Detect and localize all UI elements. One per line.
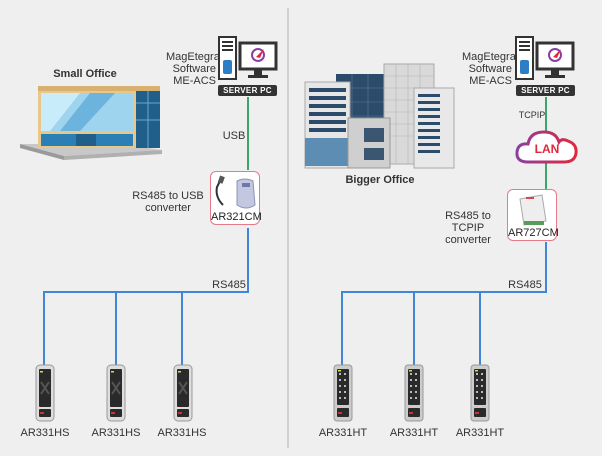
software-label-right: MagEtegra Software ME-ACS — [462, 51, 516, 87]
tcpip-converter-device: AR727CM — [507, 189, 559, 241]
small-office-label: Small Office — [53, 68, 117, 80]
converter-description-right: RS485 to TCPIP converter — [428, 210, 508, 246]
bigger-office-label: Bigger Office — [345, 174, 415, 186]
server-pc-label-right: SERVER PC — [516, 85, 575, 96]
converter-description-line: converter — [445, 234, 491, 246]
server-pc-label-left: SERVER PC — [218, 85, 277, 96]
converter-description-line: RS485 to TCPIP — [445, 210, 491, 234]
proximity-reader-icon — [173, 364, 193, 422]
lan-label: LAN — [534, 142, 560, 156]
software-line: MagEtegra — [462, 51, 516, 63]
keypad-reader-icon — [470, 364, 490, 422]
proximity-reader-icon — [106, 364, 126, 422]
rs485-bus-label-right: RS485 — [508, 279, 542, 291]
bigger-office-buildings-icon — [304, 63, 455, 169]
software-line: MagEtegra — [166, 51, 220, 63]
software-label-left: MagEtegra Software ME-ACS — [166, 51, 220, 87]
converter-model-right: AR727CM — [508, 227, 559, 239]
proximity-reader-icon — [35, 364, 55, 422]
keypad-reader-icon — [404, 364, 424, 422]
tcpip-link-label: TCPIP — [518, 110, 546, 120]
usb-converter-device: AR321CM — [210, 171, 262, 225]
reader-model: AR331HS — [20, 427, 70, 439]
reader-model: AR331HT — [389, 427, 439, 439]
converter-model-left: AR321CM — [211, 211, 262, 223]
software-line: ME-ACS — [469, 75, 512, 87]
usb-link-label: USB — [222, 130, 246, 142]
server-pc-icon — [218, 36, 278, 80]
converter-description-line: RS485 to USB — [132, 190, 204, 202]
small-office-building-icon — [20, 86, 162, 160]
keypad-reader-icon — [333, 364, 353, 422]
reader-model: AR331HS — [157, 427, 207, 439]
converter-description-left: RS485 to USB converter — [128, 190, 208, 214]
server-pc-icon — [515, 36, 575, 80]
software-line: Software — [172, 63, 216, 75]
software-line: Software — [468, 63, 512, 75]
reader-model: AR331HS — [91, 427, 141, 439]
rs485-bus-left — [43, 228, 249, 365]
lan-cloud-icon — [515, 130, 578, 164]
rs485-bus-label-left: RS485 — [212, 279, 246, 291]
usb-converter-icon — [215, 175, 256, 209]
software-line: ME-ACS — [173, 75, 216, 87]
converter-description-line: converter — [145, 202, 191, 214]
reader-model: AR331HT — [318, 427, 368, 439]
rs485-bus-right — [341, 242, 547, 365]
tcpip-converter-icon — [519, 194, 547, 226]
reader-model: AR331HT — [455, 427, 505, 439]
